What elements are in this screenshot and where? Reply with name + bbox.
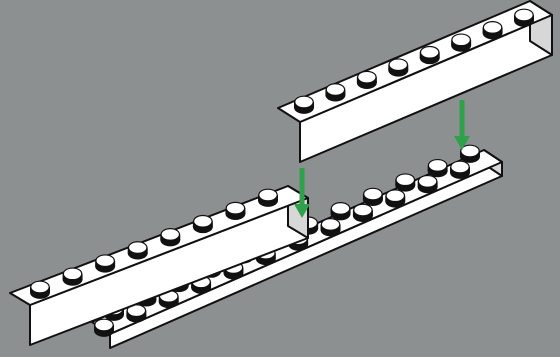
plate-row-2-stud-9 [353,204,373,222]
upper-brick-stud-2 [325,84,345,102]
upper-brick [278,1,552,162]
plate-row-2-stud-8 [321,219,341,237]
lower-brick-stud-2 [63,268,83,286]
lower-brick-stud-5 [160,229,180,247]
lower-brick-stud-1 [30,281,50,299]
plate-row-1-stud-9 [363,188,383,206]
upper-brick-stud-4 [388,59,408,77]
upper-brick-stud-6 [451,34,471,52]
upper-brick-stud-7 [483,22,503,40]
plate-row-1-stud-8 [331,203,351,221]
upper-brick-stud-5 [420,46,440,64]
plate-row-1-stud-11 [428,160,448,178]
lower-brick-stud-7 [225,202,245,220]
lower-brick-stud-3 [95,255,115,273]
lower-brick-stud-4 [128,242,148,260]
plate-row-1-stud-10 [395,174,415,192]
upper-brick-stud-1 [294,96,314,114]
arrow-right [454,100,470,150]
plate-row-2-stud-11 [418,176,438,194]
lower-brick-stud-6 [193,215,213,233]
lower-brick-stud-8 [258,189,278,207]
plate-row-2-stud-1 [94,319,114,337]
upper-brick-stud-8 [514,9,534,27]
plate-row-2-stud-12 [450,161,470,179]
plate-row-2-stud-10 [385,190,405,208]
upper-brick-stud-3 [357,71,377,89]
